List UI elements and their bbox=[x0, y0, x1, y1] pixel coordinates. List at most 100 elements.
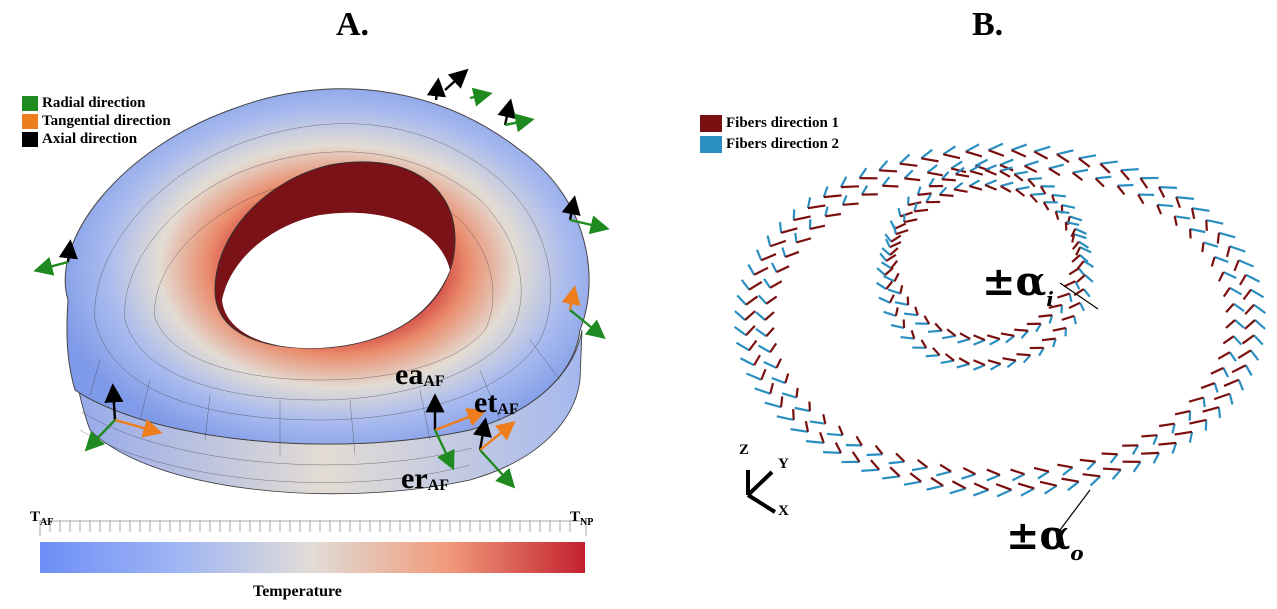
fiber-arrow bbox=[780, 396, 784, 408]
fiber-arrow bbox=[1152, 434, 1159, 445]
fiber-arrow bbox=[1048, 314, 1054, 324]
fiber-arrow bbox=[988, 149, 1005, 157]
fiber-arrow bbox=[890, 324, 905, 329]
fiber-arrow bbox=[1131, 444, 1140, 456]
fiber-arrow bbox=[1242, 288, 1252, 301]
fiber-arrow bbox=[1014, 170, 1028, 176]
fiber-arrow bbox=[1041, 337, 1056, 342]
fiber-arrow bbox=[769, 342, 778, 353]
fiber-arrow bbox=[955, 173, 970, 178]
fiber-arrow bbox=[1117, 183, 1134, 187]
fiber-arrow bbox=[878, 296, 891, 304]
fiber-arrow bbox=[1232, 335, 1243, 346]
fiber-arrow bbox=[986, 334, 1001, 341]
fiber-arrow bbox=[1237, 379, 1245, 391]
fiber-arrow bbox=[881, 176, 891, 187]
axis-z-label: Z bbox=[739, 442, 750, 458]
fiber-arrow bbox=[1218, 231, 1236, 239]
fiber-arrow bbox=[796, 237, 812, 244]
fiber-arrow bbox=[1239, 274, 1247, 286]
fiber-arrow bbox=[755, 311, 766, 321]
fiber-arrow bbox=[1039, 185, 1047, 195]
fiber-arrow bbox=[1210, 366, 1224, 375]
legend-item-tangential: Tangential direction bbox=[22, 112, 171, 130]
fiber-arrow bbox=[778, 221, 783, 233]
fiber-arrow bbox=[1223, 271, 1237, 279]
fiber-arrow bbox=[911, 466, 928, 472]
fiber-arrow bbox=[792, 409, 795, 420]
fiber-arrow bbox=[764, 401, 782, 409]
fiber-arrow bbox=[940, 359, 955, 365]
fiber-arrow bbox=[842, 202, 859, 206]
legend-item-fiber-2: Fibers direction 2 bbox=[700, 134, 839, 155]
fiber-arrow bbox=[903, 169, 914, 180]
fiber-arrow bbox=[1071, 241, 1080, 250]
fiber-arrow bbox=[996, 488, 1012, 498]
fiber-arrow bbox=[771, 262, 778, 273]
radial-swatch bbox=[22, 95, 38, 111]
fiber-arrow bbox=[784, 250, 800, 258]
fiber-arrow bbox=[1005, 334, 1016, 344]
fiber-arrow bbox=[1111, 468, 1122, 481]
tangential-vector-label: etAF bbox=[474, 386, 519, 419]
fiber-arrow bbox=[794, 232, 798, 243]
fiber-arrow bbox=[941, 171, 950, 181]
fiber-arrow bbox=[1213, 392, 1231, 401]
fiber-arrows bbox=[733, 142, 1267, 498]
direction-vectors bbox=[33, 68, 610, 489]
fiber-arrow bbox=[1175, 196, 1181, 209]
fiber-arrow bbox=[784, 373, 790, 384]
fiber-arrow bbox=[1079, 302, 1086, 312]
fiber-arrow bbox=[1056, 149, 1074, 156]
fiber-arrow bbox=[1068, 301, 1081, 309]
fiber-arrow bbox=[1027, 178, 1036, 188]
fiber-arrow bbox=[1233, 259, 1240, 272]
fiber-arrow bbox=[1006, 359, 1017, 369]
fiber-arrow bbox=[861, 468, 880, 472]
fiber-arrow bbox=[1067, 480, 1080, 492]
fiber-arrow bbox=[790, 428, 809, 433]
fiber-arrow bbox=[913, 202, 918, 212]
fiber-arrow bbox=[1024, 160, 1039, 167]
fiber-arrow bbox=[1173, 216, 1178, 227]
fiber-arrow bbox=[1068, 293, 1073, 303]
fiber-arrow bbox=[1048, 303, 1063, 309]
panel-b: B. Fibers direction 1 Fibers direction 2… bbox=[640, 0, 1277, 609]
fiber-arrow bbox=[807, 204, 826, 210]
fiber-arrow bbox=[822, 413, 827, 424]
fiber-arrow bbox=[870, 459, 880, 471]
fiber-arrow bbox=[936, 470, 952, 477]
fiber-arrow bbox=[1190, 207, 1196, 220]
fiber-arrow bbox=[969, 185, 983, 191]
fiber-arrow bbox=[1013, 173, 1024, 182]
fiber-arrow bbox=[876, 282, 887, 291]
fiber-arrow bbox=[1202, 397, 1206, 408]
fiber-arrow bbox=[899, 285, 904, 294]
inner-angle-label: ±αi bbox=[982, 258, 1054, 311]
fiber-arrow bbox=[1099, 162, 1111, 174]
legend-item-radial: Radial direction bbox=[22, 94, 171, 112]
fiber-arrow bbox=[895, 452, 906, 463]
fiber-arrow bbox=[923, 315, 931, 325]
fiber-arrow bbox=[840, 185, 860, 189]
fiber-arrow bbox=[1176, 196, 1195, 200]
fiber-arrow bbox=[900, 211, 913, 218]
scale-max-label: TNP bbox=[570, 509, 594, 528]
fiber-arrow bbox=[889, 466, 901, 478]
fiber-arrow bbox=[920, 339, 928, 349]
fiber-arrow bbox=[1054, 211, 1060, 220]
fiber-arrow bbox=[819, 431, 825, 444]
fiber-arrow bbox=[775, 358, 783, 369]
legend-label: Fibers direction 2 bbox=[726, 136, 840, 152]
fiber-arrow bbox=[748, 339, 758, 352]
fiber-arrow bbox=[969, 164, 981, 173]
fiber-arrow bbox=[1120, 168, 1139, 172]
fiber-arrow bbox=[1052, 338, 1057, 348]
fiber-arrow bbox=[1017, 482, 1035, 490]
fiber-arrow bbox=[736, 294, 747, 306]
fiber-arrow bbox=[1222, 335, 1235, 345]
fiber-arrow bbox=[949, 487, 967, 495]
fiber-arrow bbox=[781, 392, 797, 399]
fiber-arrow bbox=[735, 341, 750, 352]
fiber-arrow bbox=[903, 312, 918, 317]
